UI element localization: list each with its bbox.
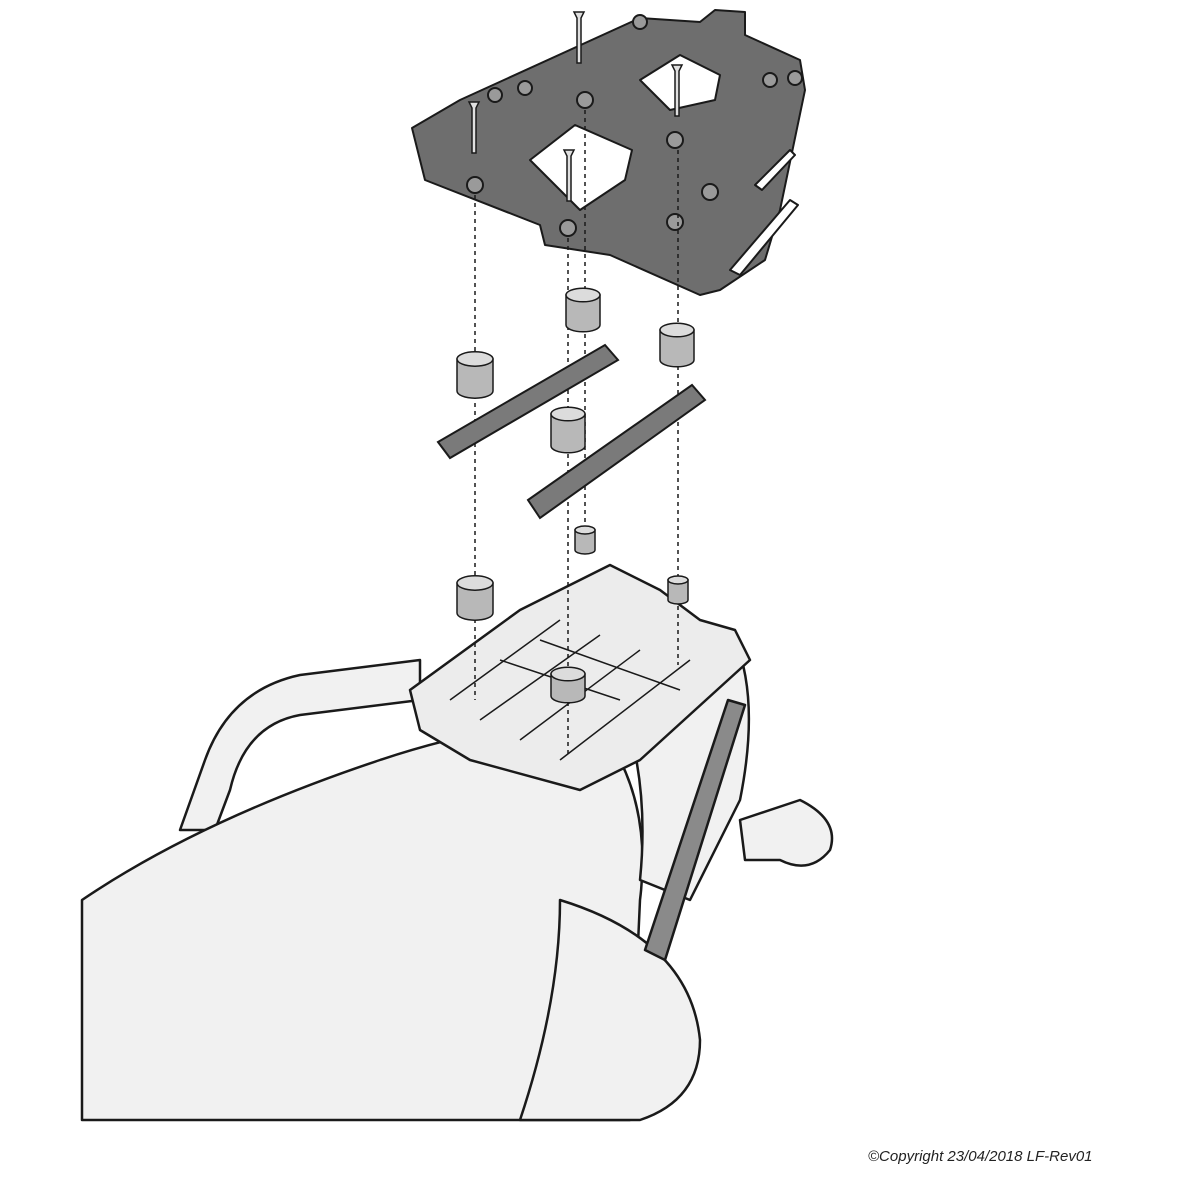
- mounting-strips: [436, 343, 707, 520]
- spacer: [565, 287, 601, 333]
- spacer: [550, 406, 586, 454]
- spacer: [659, 322, 695, 368]
- spacer: [456, 575, 494, 621]
- motorcycle-rear: [80, 563, 834, 1122]
- screws: [467, 11, 684, 202]
- copyright-notice: ©Copyright 23/04/2018 LF-Rev01: [868, 1148, 1093, 1165]
- grab-rail: [178, 658, 422, 832]
- indicator: [738, 798, 834, 867]
- spacers: [456, 287, 695, 704]
- spacer: [574, 525, 596, 555]
- plate-slot: [754, 149, 796, 191]
- top-plate: [411, 9, 806, 296]
- plate-cutout: [639, 54, 721, 111]
- plate-slot: [729, 199, 799, 276]
- spacer: [456, 351, 494, 399]
- spacer: [550, 666, 586, 704]
- spacer: [667, 575, 689, 605]
- side-strap: [643, 698, 747, 962]
